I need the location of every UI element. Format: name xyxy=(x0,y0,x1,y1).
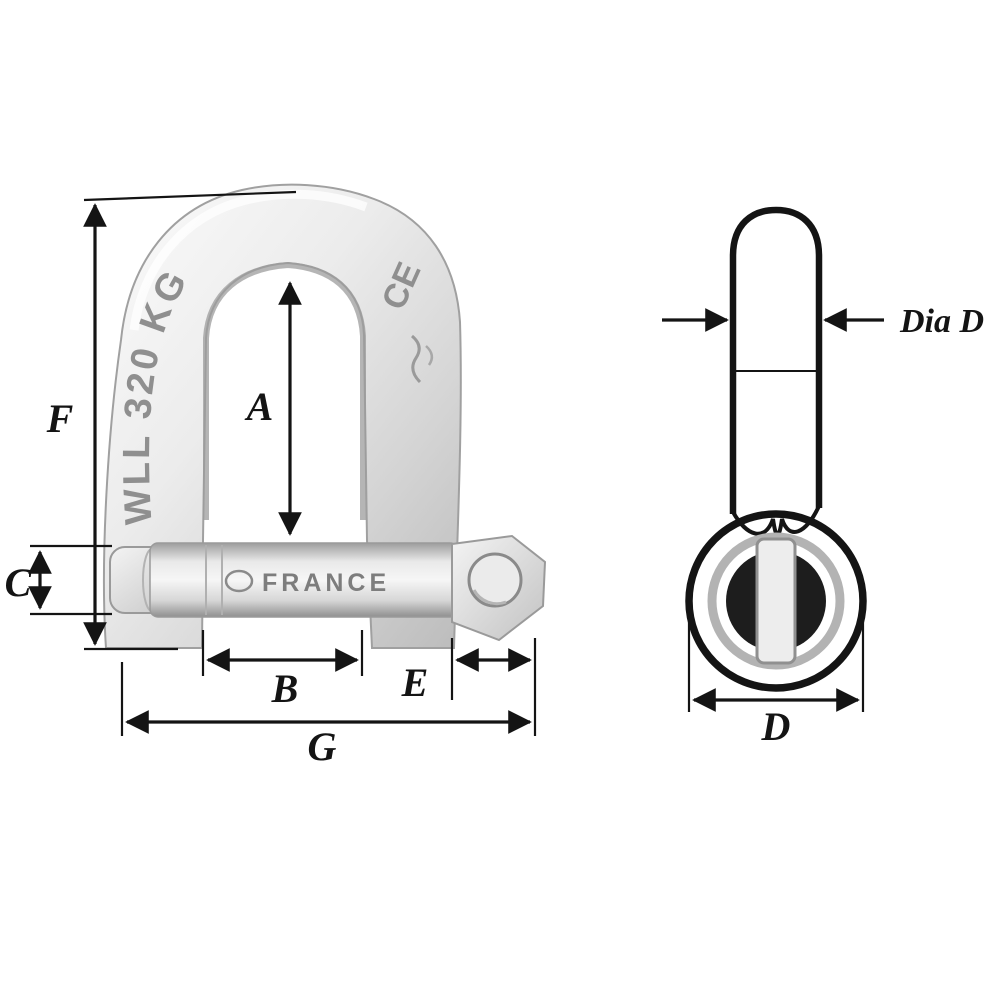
dim-G-label: G xyxy=(308,724,337,769)
outer-highlight xyxy=(129,189,368,331)
dim-B: B xyxy=(201,630,364,711)
dim-E: E xyxy=(401,638,532,705)
eye-outer-ring xyxy=(685,510,867,692)
side-view-dimensions: Dia D D xyxy=(662,303,984,749)
dim-E-label: E xyxy=(401,660,429,705)
cert-squiggle-mark-2 xyxy=(425,345,434,366)
pin-head-hole xyxy=(467,552,523,608)
dim-A: A xyxy=(244,281,302,536)
pin-slot xyxy=(755,537,797,665)
pin-brand-text: FRANCE xyxy=(262,569,390,597)
front-view-dimensions: F A C B E G xyxy=(5,190,537,769)
wichard-logo-oval xyxy=(224,569,254,593)
cert-squiggle-mark xyxy=(410,334,422,384)
eye-inner-ring xyxy=(707,532,845,670)
dim-DiaD-label: Dia D xyxy=(899,303,984,340)
d-shackle-side-view xyxy=(685,206,867,692)
dim-D-label: D xyxy=(761,704,791,749)
dim-C-label: C xyxy=(5,560,33,605)
inner-arch-shading xyxy=(203,261,366,520)
dim-G: G xyxy=(120,638,537,769)
dim-B-label: B xyxy=(271,666,299,711)
side-view-bar xyxy=(729,206,823,514)
dim-D: D xyxy=(687,606,865,749)
dim-F-label: F xyxy=(46,396,74,441)
d-shackle-front-view: WLL 320 KG CE FRANCE xyxy=(102,183,547,649)
dim-F: F xyxy=(46,190,297,651)
extension-line xyxy=(83,190,297,202)
dim-A-label: A xyxy=(244,384,274,429)
dim-DiaD: Dia D xyxy=(662,303,984,340)
pin-head-hole-shadow xyxy=(472,589,507,606)
dim-C: C xyxy=(5,544,112,616)
